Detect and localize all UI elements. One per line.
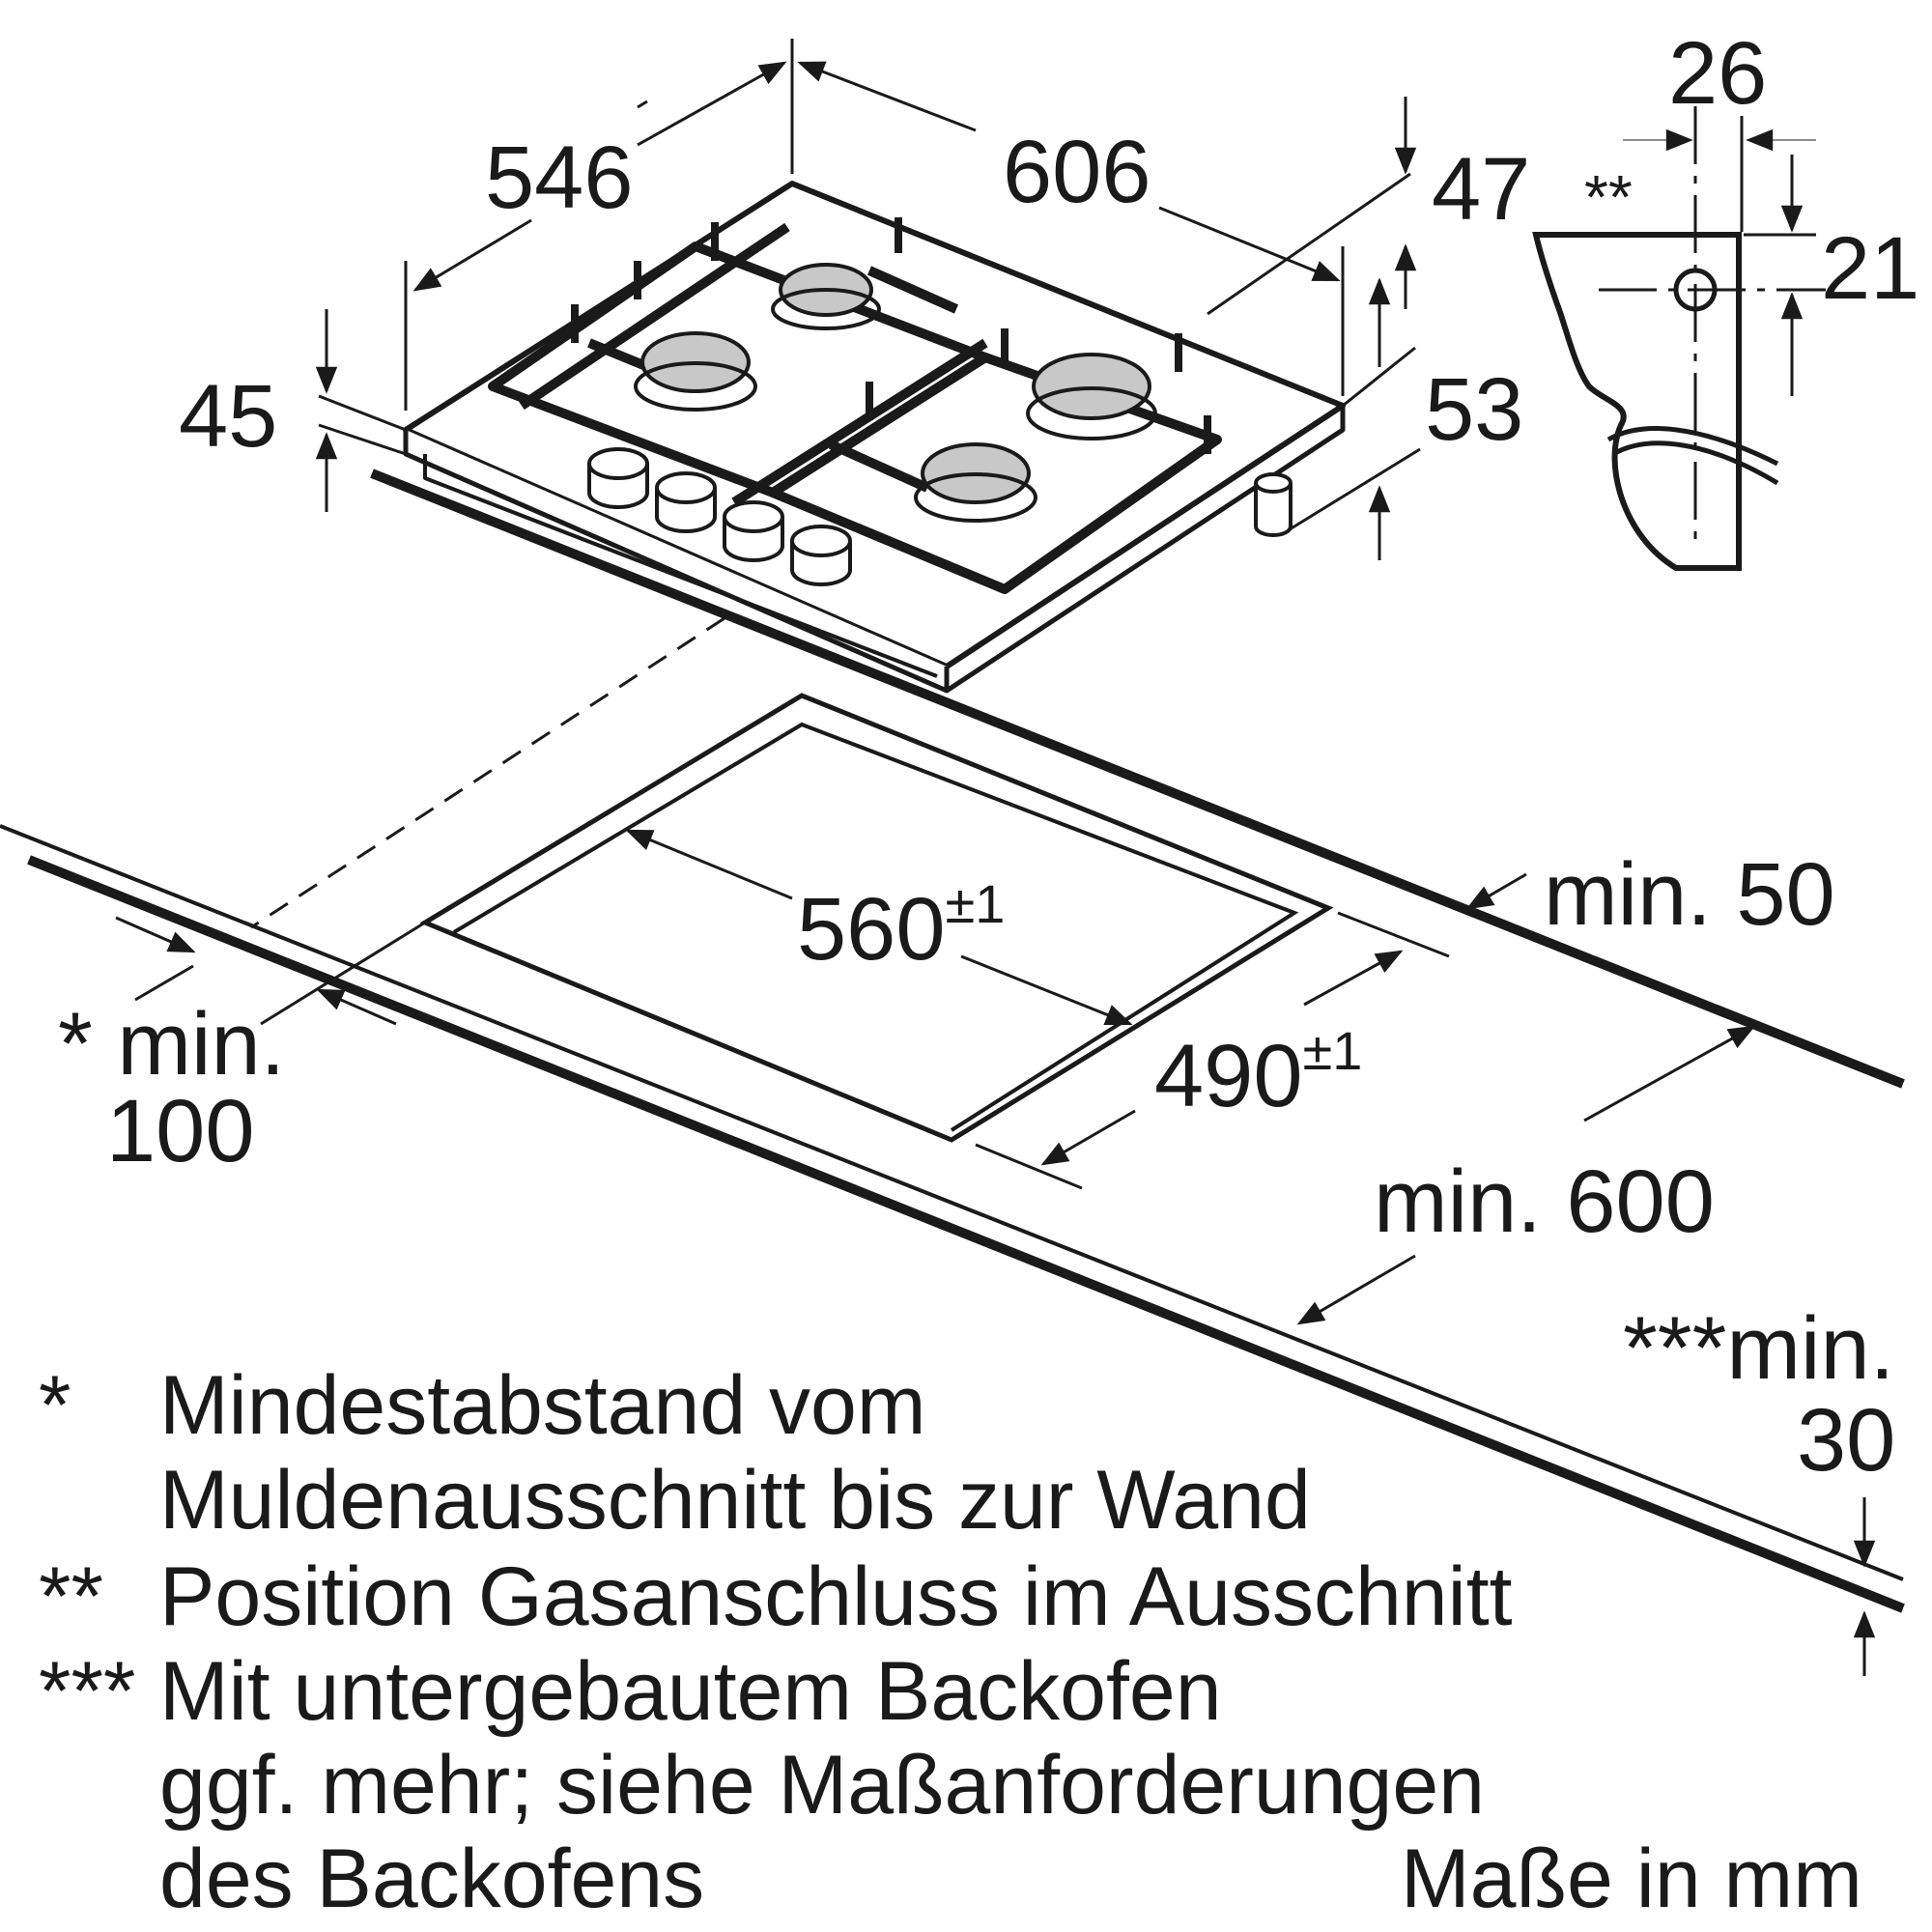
label-gas-26: 26 [1668, 24, 1768, 123]
note-1-line2: Muldenausschnitt bis zur Wand [159, 1454, 1311, 1547]
dim-worktop-min600 [1583, 1025, 1756, 1122]
note-3-line2: ggf. mehr; siehe Maßanforderungen [159, 1739, 1486, 1832]
gas-hob [403, 181, 1346, 694]
label-oven-min30-line1: ***min. [1623, 1299, 1895, 1398]
dim-depth-546 [637, 99, 648, 109]
note-2-mark: ** [39, 1550, 103, 1643]
hob-projection-line [250, 616, 725, 929]
note-2-line1: Position Gasanschluss im Ausschnitt [159, 1550, 1513, 1643]
note-3-mark: *** [39, 1645, 136, 1738]
grate-feet [571, 217, 1211, 454]
knob-2 [655, 471, 717, 533]
knob-3 [723, 500, 784, 562]
note-1-line1: Mindestabstand vom [159, 1359, 926, 1452]
gas-connection-detail [1532, 106, 1826, 571]
worktop-rear-edge [370, 469, 1905, 1089]
label-oven-min30-line2: 30 [1797, 1391, 1896, 1490]
worktop [0, 469, 1905, 1613]
label-height-45: 45 [179, 367, 278, 466]
note-3-line3: des Backofens [159, 1833, 705, 1925]
units-label: Maße in mm [1401, 1833, 1862, 1925]
burners [634, 263, 1157, 523]
hob-front-edge [403, 430, 950, 694]
note-1-mark: * [39, 1359, 71, 1452]
dim-rear-min50 [1465, 872, 1527, 910]
label-width-606: 606 [1003, 123, 1151, 221]
worktop-front-top [0, 824, 1904, 1581]
dim-cutout-560 [625, 829, 793, 900]
hob-grates [488, 222, 1222, 594]
cutout-outline [419, 693, 1334, 1143]
label-depth-546: 546 [485, 128, 634, 227]
label-cutout-490: 490±1 [1154, 1024, 1362, 1122]
label-height-47: 47 [1432, 140, 1531, 239]
dim-cutout-490 [1303, 950, 1404, 1007]
cutout-490-value: 490 [1154, 1027, 1303, 1125]
label-rear-min50: min. 50 [1544, 845, 1835, 944]
cutout-560-tolerance: ±1 [945, 873, 1006, 934]
gas-connector [1254, 472, 1293, 537]
label-wall-min100-line2: 100 [106, 1082, 255, 1180]
note-3-line1: Mit untergebautem Backofen [159, 1645, 1222, 1738]
label-gas-21: 21 [1821, 219, 1920, 318]
cutout-490-tolerance: ±1 [1302, 1020, 1363, 1081]
label-gas-marker: ** [1584, 162, 1633, 232]
knob-4 [790, 525, 852, 586]
label-wall-min100-line1: * min. [58, 995, 286, 1094]
label-worktop-min600: min. 600 [1374, 1152, 1715, 1251]
dimension-lines [115, 39, 1876, 1676]
label-cutout-560: 560±1 [797, 877, 1005, 975]
knob-1 [587, 447, 649, 509]
worktop-front-edge [27, 855, 1905, 1613]
label-height-53: 53 [1425, 360, 1524, 459]
control-knobs [587, 447, 852, 586]
dim-width-606 [797, 61, 977, 132]
detail-profile [1532, 232, 1742, 571]
cutout-560-value: 560 [797, 880, 946, 979]
